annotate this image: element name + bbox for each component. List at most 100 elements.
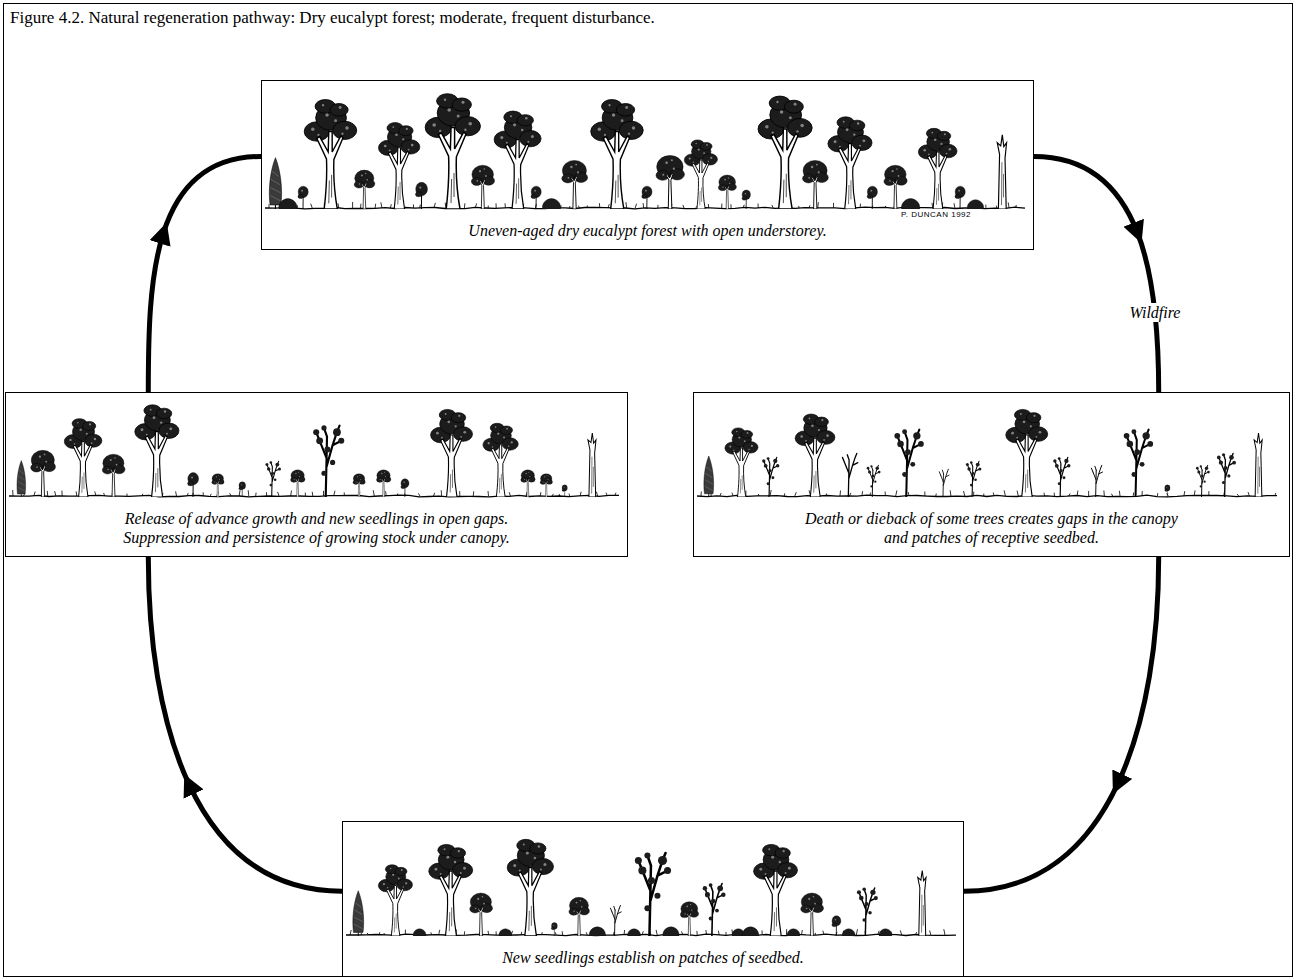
tree-figure (521, 470, 535, 497)
tree-figure (499, 929, 512, 936)
tree-figure (589, 927, 605, 936)
tree-figure (64, 419, 102, 497)
tree-figure (425, 94, 480, 209)
tree-figure (135, 405, 179, 497)
tree-figure (803, 160, 829, 209)
forest-illustration (697, 396, 1285, 508)
tree-figure (431, 409, 473, 497)
tree-figure (1091, 465, 1102, 497)
tree-figure (591, 100, 643, 209)
tree-figure (507, 839, 553, 936)
tree-figure (239, 482, 246, 497)
tree-figure (894, 429, 923, 497)
tree-figure (843, 453, 858, 497)
tree-figure (401, 479, 409, 497)
tree-figure (562, 160, 588, 209)
tree-figure (955, 186, 965, 209)
tree-figure (1196, 465, 1210, 497)
tree-figure (997, 135, 1006, 209)
tree-figure (1254, 433, 1262, 497)
tree-figure (828, 117, 872, 209)
tree-figure (313, 425, 344, 497)
tree-figure (291, 470, 305, 497)
tree-figure (470, 893, 493, 936)
tree-figure (494, 111, 541, 209)
tree-figure (269, 158, 281, 209)
stage-panel: Death or dieback of some trees creates g… (693, 392, 1290, 557)
tree-figure (663, 927, 679, 936)
grass-ticks (350, 929, 945, 935)
tree-figure (795, 414, 835, 497)
forest-illustration (9, 396, 623, 508)
tree-figure (304, 100, 356, 209)
tree-figure (1006, 409, 1048, 497)
tree-figure (31, 450, 56, 497)
panel-caption: Release of advance growth and new seedli… (93, 508, 541, 552)
cycle-arrow (1034, 157, 1159, 393)
tree-figure (569, 897, 590, 936)
figure-title: Figure 4.2. Natural regeneration pathway… (10, 8, 655, 28)
tree-figure (656, 156, 684, 209)
tree-figure (832, 916, 841, 936)
tree-figure (354, 170, 375, 209)
tree-figure (867, 465, 881, 497)
tree-figure (265, 461, 281, 497)
tree-figure (966, 461, 982, 497)
tree-figure (628, 929, 641, 936)
tree-figure (188, 473, 199, 497)
edge-label: Wildfire (1126, 303, 1185, 322)
tree-figure (842, 929, 855, 936)
tree-figure (298, 186, 308, 209)
tree-figure (867, 186, 877, 209)
tree-figure (703, 883, 726, 936)
tree-figure (680, 902, 698, 936)
tree-figure (416, 182, 428, 209)
tree-figure (801, 893, 824, 936)
cycle-arrow (148, 157, 261, 393)
tree-figure (857, 888, 878, 936)
tree-figure (588, 433, 596, 497)
cycle-arrow (148, 557, 342, 891)
tree-figure (939, 469, 949, 497)
tree-figure (413, 929, 426, 936)
tree-figure (540, 474, 552, 497)
forest-illustration (265, 84, 1029, 220)
stage-panel: Release of advance growth and new seedli… (5, 392, 628, 557)
grass-ticks (701, 490, 1276, 496)
tree-figure (1053, 457, 1070, 497)
tree-figure (429, 844, 473, 936)
tree-figure (378, 865, 412, 936)
panel-caption: New seedlings establish on patches of se… (349, 947, 957, 972)
tree-figure (531, 186, 541, 209)
stage-panel: New seedlings establish on patches of se… (342, 821, 964, 977)
tree-figure (551, 923, 557, 936)
cycle-arrow (964, 557, 1159, 891)
tree-figure (279, 199, 297, 209)
tree-figure (635, 852, 671, 935)
tree-figure (1124, 429, 1153, 497)
tree-figure (562, 485, 567, 497)
tree-figure (353, 474, 365, 497)
panel-caption: Uneven-aged dry eucalypt forest with ope… (264, 220, 1032, 245)
tree-figure (378, 123, 419, 209)
tree-figure (1217, 453, 1236, 497)
tree-figure (901, 199, 919, 209)
tree-figure (684, 140, 717, 209)
stage-panel: Uneven-aged dry eucalypt forest with ope… (261, 80, 1034, 250)
tree-figure (483, 423, 518, 497)
tree-figure (471, 165, 494, 209)
tree-figure (610, 905, 621, 936)
tree-figure (762, 457, 779, 497)
tree-figure (353, 891, 364, 936)
tree-figure (376, 470, 390, 497)
tree-figure (718, 175, 736, 209)
tree-figure (642, 186, 652, 209)
artist-signature: P. DUNCAN 1992 (900, 210, 972, 219)
tree-figure (102, 454, 125, 497)
tree-figure (212, 474, 224, 497)
tree-figure (918, 871, 926, 936)
tree-figure (1165, 485, 1170, 497)
tree-figure (787, 929, 800, 936)
tree-figure (758, 96, 812, 209)
